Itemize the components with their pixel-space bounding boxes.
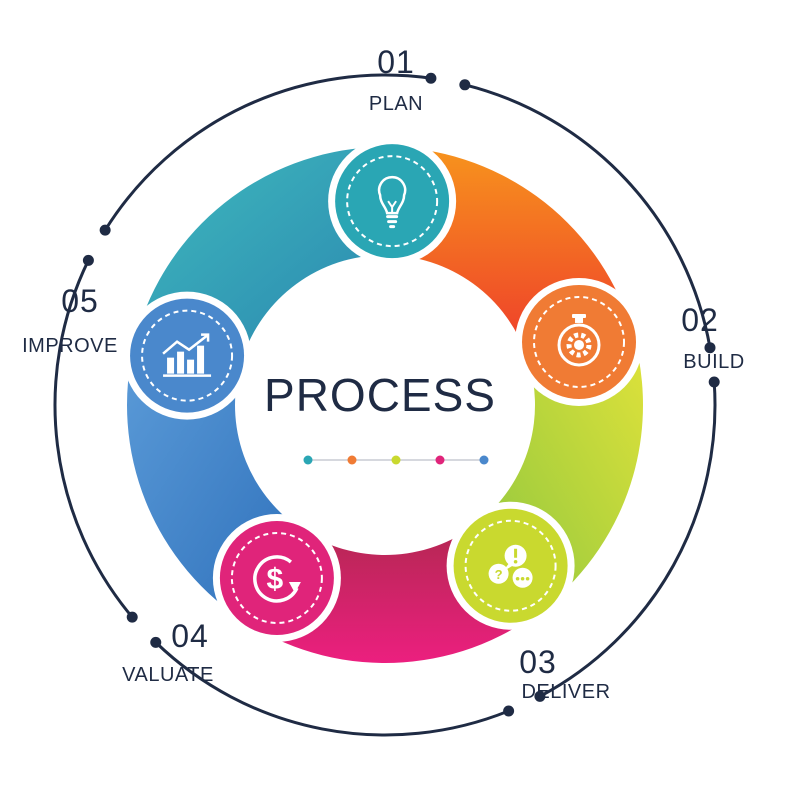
step-3-name: DELIVER bbox=[521, 681, 611, 703]
step-4-name: VALUATE bbox=[122, 664, 214, 686]
outer-arc-5-start-dot bbox=[99, 224, 111, 236]
step-2-number: 02 bbox=[681, 302, 719, 338]
badge-dashed-ring-deliver bbox=[464, 519, 557, 612]
divider-dot-deliver bbox=[391, 455, 401, 465]
step-5-name: IMPROVE bbox=[22, 335, 118, 357]
step-badge-plan bbox=[328, 137, 457, 266]
badge-disc-valuate bbox=[219, 521, 334, 636]
step-1-number: 01 bbox=[377, 44, 415, 80]
outer-arc-1 bbox=[463, 83, 712, 350]
stopwatch-gear-icon bbox=[557, 313, 601, 367]
badge-dashed-ring-build bbox=[533, 295, 626, 388]
outer-arc-5-end-dot bbox=[425, 72, 437, 84]
outer-arc-1-start-dot bbox=[459, 79, 471, 91]
svg-text:$: $ bbox=[267, 563, 284, 596]
badge-disc-improve bbox=[130, 298, 245, 413]
outer-arc-4-end-dot bbox=[82, 254, 94, 266]
dollar-cycle-icon: $ bbox=[253, 555, 301, 603]
divider-dot-improve bbox=[479, 455, 489, 465]
step-1-name: PLAN bbox=[368, 93, 424, 115]
step-badge-deliver: ? bbox=[446, 501, 575, 630]
step-badge-improve bbox=[123, 291, 252, 420]
lightbulb-icon bbox=[377, 175, 407, 229]
outer-arc-2-end-dot bbox=[534, 690, 546, 702]
outer-arc-2 bbox=[538, 380, 717, 698]
step-5-number: 05 bbox=[61, 283, 99, 319]
outer-arc-2-start-dot bbox=[708, 376, 720, 388]
diagram-title: PROCESS bbox=[264, 369, 496, 421]
step-2-name: BUILD bbox=[683, 351, 745, 373]
divider-dot-valuate bbox=[435, 455, 445, 465]
step-badge-valuate: $ bbox=[212, 514, 341, 643]
badge-dashed-ring-plan bbox=[346, 155, 439, 248]
outer-arc-3-start-dot bbox=[503, 705, 515, 717]
outer-arc-3-end-dot bbox=[150, 636, 162, 648]
divider-dot-build bbox=[347, 455, 357, 465]
bar-chart-icon bbox=[162, 333, 212, 377]
outer-arc-4 bbox=[53, 258, 134, 619]
divider-dot-plan bbox=[303, 455, 313, 465]
outer-arc-3 bbox=[154, 640, 511, 737]
step-badge-build bbox=[515, 277, 644, 406]
svg-text:?: ? bbox=[495, 567, 503, 582]
badge-dashed-ring-valuate bbox=[230, 532, 323, 625]
step-3-number: 03 bbox=[519, 644, 557, 680]
outer-arc-5 bbox=[103, 73, 433, 232]
step-4-number: 04 bbox=[171, 618, 209, 654]
outer-ring bbox=[53, 72, 720, 737]
badge-disc-plan bbox=[335, 144, 450, 259]
outer-arc-4-start-dot bbox=[126, 611, 138, 623]
title-divider bbox=[303, 455, 489, 465]
badge-dashed-ring-improve bbox=[141, 309, 234, 402]
outer-arc-1-end-dot bbox=[704, 342, 716, 354]
step-badges: ? $ bbox=[123, 137, 644, 643]
speech-bubbles-icon: ? bbox=[488, 544, 533, 588]
